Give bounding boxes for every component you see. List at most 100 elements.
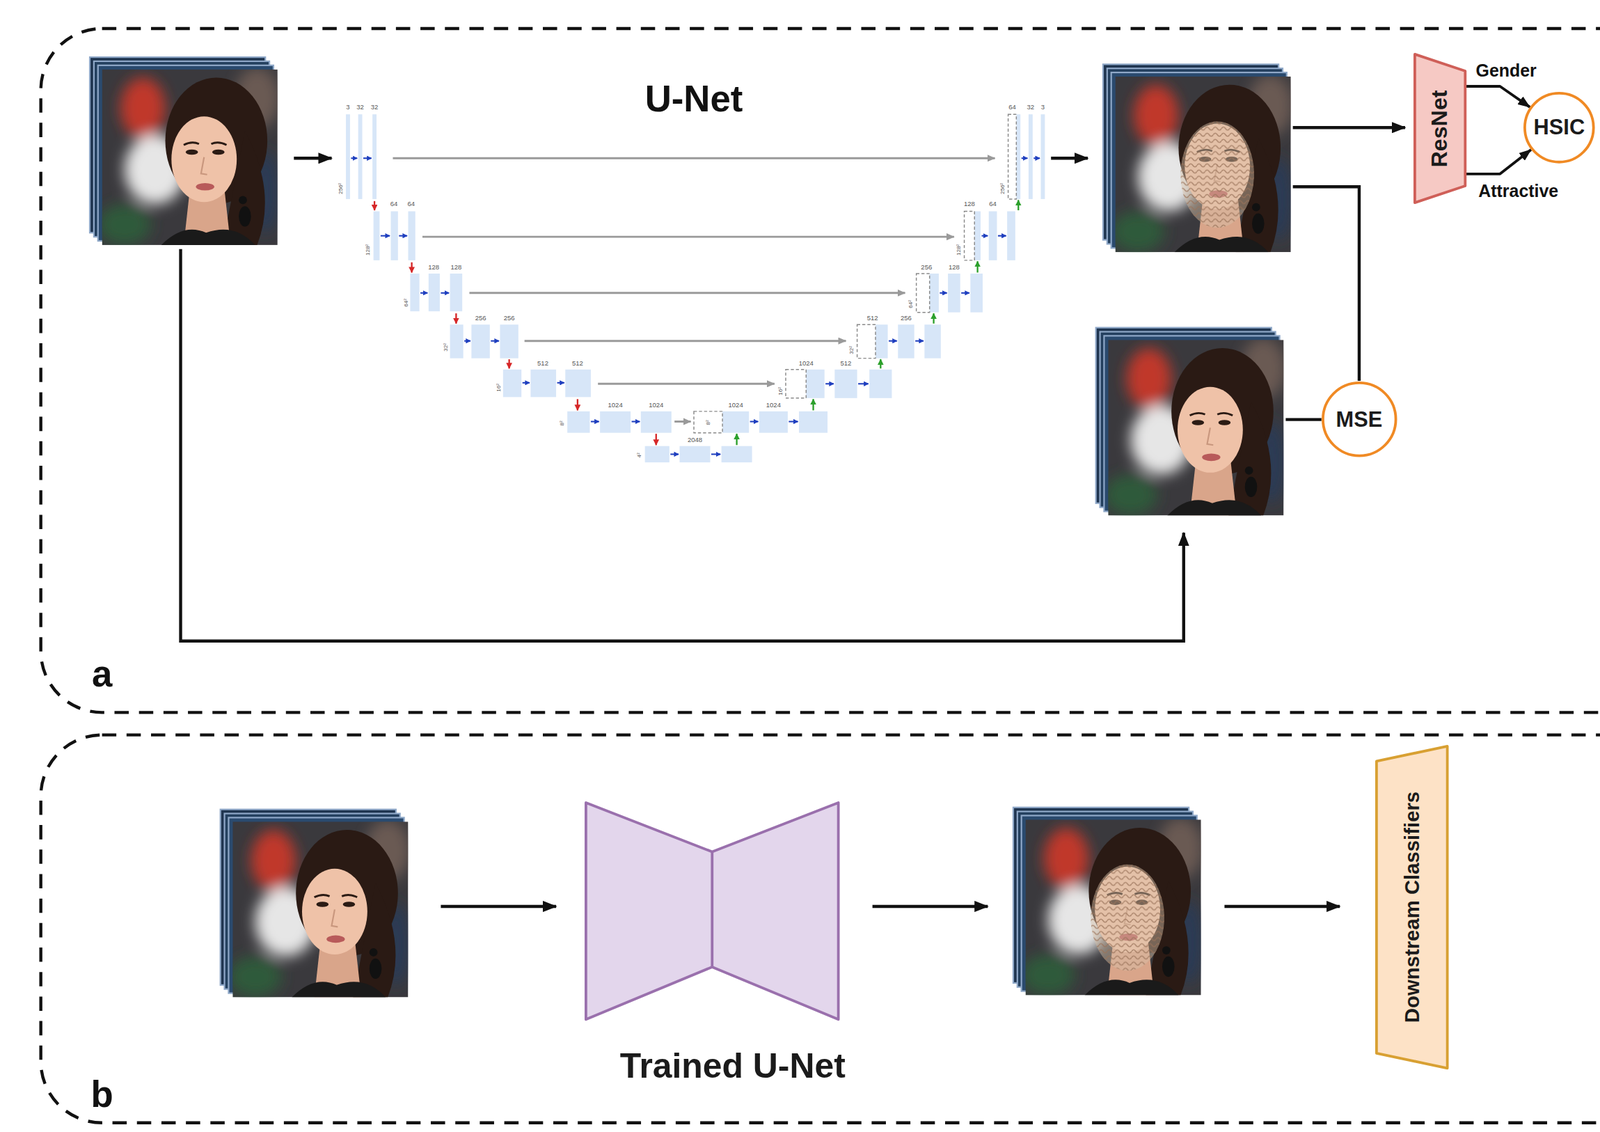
face-image [228,819,410,997]
conv-arrow [363,157,372,159]
dimension-label: 256² [1000,183,1007,195]
feature-map [988,211,998,261]
node-label: Downstream Classifiers [1400,791,1424,1023]
node-label: HSIC [1533,115,1586,140]
feature-map [471,324,490,358]
loss-circle: HSIC [1523,91,1596,164]
conv-arrow [888,340,898,342]
feature-map [391,211,399,261]
feature-map [450,324,464,358]
flow-arrow [180,249,1184,641]
conv-arrow [420,292,428,294]
dimension-label: 128² [956,244,963,256]
feature-map [929,273,939,313]
feature-map [530,369,557,398]
node-text-box: ResNet [1426,89,1453,168]
copied-map [785,369,806,399]
dimension-label: 2048 [687,436,703,444]
dimension-label: 512 [867,314,879,322]
conv-arrow [631,421,641,423]
pool-arrow [455,313,457,324]
upconv-arrow [976,260,978,273]
loss-wire [1285,417,1321,421]
feature-map [721,446,753,463]
panel-label: b [90,1073,113,1115]
image-stack [220,809,411,998]
dimension-label: 64 [407,200,416,208]
conv-arrow [825,382,834,385]
upconv-arrow [879,359,882,369]
pool-arrow [576,398,579,410]
feature-map [599,411,631,433]
upconv-arrow [812,398,814,410]
upconv-arrows [737,199,1019,445]
conv-arrow [711,453,721,455]
dimension-label: 256 [475,314,487,322]
feature-map [345,114,351,200]
feature-map [897,324,914,358]
dimension-label: 512 [572,359,584,367]
copied-maps [693,114,1017,433]
feature-map [1028,114,1033,200]
node-label: ResNet [1426,89,1453,168]
feature-map [503,369,522,398]
pool-arrows [374,201,657,445]
conv-arrow [750,421,759,423]
feature-map [834,369,857,399]
dimension-label: 64 [390,200,399,208]
feature-map [565,369,591,398]
conv-arrow [350,157,358,159]
node-text-box: Downstream Classifiers [1400,791,1424,1023]
dimension-label: 1024 [728,401,744,409]
copied-map [857,324,876,358]
masked-image [1111,74,1294,252]
dimension-label: 64 [1008,103,1017,111]
pool-arrow [655,433,657,445]
node-text-box: MSE [1336,407,1383,432]
feature-map [372,114,377,200]
flow-arrow [1224,904,1340,908]
dimension-label: 256 [900,314,912,322]
flow-arrow [293,156,332,160]
dimension-label: 1024 [648,401,664,409]
polygon-shape [1376,746,1448,1068]
conv-arrow [1021,157,1028,159]
feature-map [373,211,380,261]
copied-map [964,211,976,261]
dimension-label: 4² [636,452,644,458]
conv-arrow [788,421,798,423]
dimension-label: 3 [1041,103,1045,111]
flow-arrow [440,904,557,908]
face-image [98,67,280,245]
feature-map [947,273,961,313]
polygon-shape [1414,54,1465,203]
conv-arrow [939,292,947,294]
feature-map [428,273,440,312]
dimension-label: 32 [356,103,364,111]
feature-map [640,411,672,433]
feature-map [869,369,892,399]
node-outline [584,801,841,1021]
dimension-label: 32² [442,343,449,352]
dimension-label: 256 [920,263,932,271]
dimension-label: 512 [840,359,852,367]
unet-blocks [345,114,1045,463]
flow-arrow [1050,156,1088,160]
upconv-arrow [735,433,738,445]
conv-arrow [858,382,869,385]
image-stack [1013,807,1204,996]
feature-map [805,369,825,399]
conv-arrow [440,292,449,294]
skip-arrow [469,291,905,294]
masked-image [1021,817,1204,995]
feature-map [974,211,981,261]
dimension-label: 64² [908,299,915,309]
dimension-label: 128 [450,263,462,271]
face-image [1103,337,1286,516]
pool-arrow [508,359,510,369]
panel-label: a [91,653,113,694]
edge-label: Gender [1474,61,1539,81]
feature-map [450,273,463,312]
conv-arrow [670,453,679,455]
